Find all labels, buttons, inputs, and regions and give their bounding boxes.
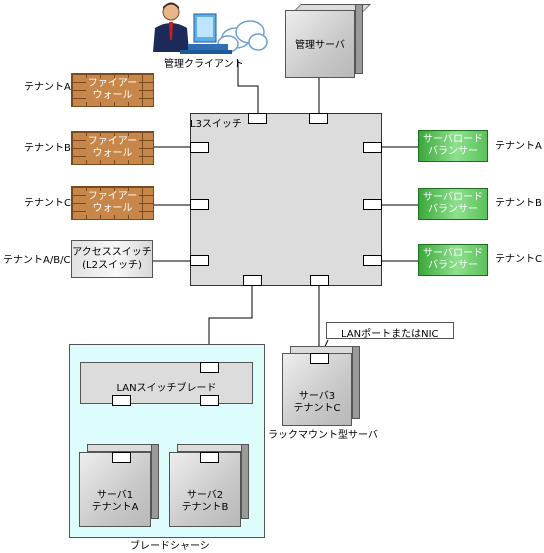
lan-blade-port-bottom-1 [112, 395, 131, 406]
blade-server-2-label: サーバ2 テナントB [169, 490, 241, 514]
l3-port-bottom-2 [310, 275, 329, 286]
blade-chassis-label: ブレードシャーシ [130, 541, 210, 552]
rack-server-caption: ラックマウント型サーバ [268, 430, 378, 441]
blade-server-1[interactable] [79, 452, 151, 527]
mgmt-server[interactable] [285, 10, 355, 78]
l3-port-bottom-1 [243, 275, 262, 286]
tenant-a-right-label: テナントA [495, 141, 542, 152]
l3-switch-label: L3スイッチ [190, 119, 242, 130]
tenant-b-right-label: テナントB [495, 198, 542, 209]
l3-port-left-2 [190, 199, 209, 210]
tenant-b-left-label: テナントB [24, 143, 71, 154]
tenant-c-left-label: テナントC [24, 198, 71, 209]
firewall-c[interactable]: ファイアー ウォール [71, 186, 154, 220]
mgmt-server-label: 管理サーバ [295, 40, 345, 51]
blade-server-1-top [87, 444, 159, 452]
tenant-a-left-label: テナントA [24, 82, 71, 93]
blade-server-2-side [241, 444, 249, 519]
load-balancer-c-label: サーバロード バランサー [423, 248, 483, 271]
l3-port-right-1 [363, 142, 382, 153]
lan-switch-blade[interactable]: LANスイッチブレード [80, 362, 253, 404]
lan-port-label: LANポートまたはNIC [341, 329, 439, 340]
firewall-c-label: ファイアー ウォール [85, 191, 140, 215]
blade-server-1-side [151, 444, 159, 519]
firewall-a-label: ファイアー ウォール [85, 78, 140, 102]
rack-server-port [310, 353, 329, 364]
rack-server[interactable] [282, 353, 352, 426]
access-switch-line2: (L2スイッチ) [82, 260, 142, 271]
lan-switch-blade-label: LANスイッチブレード [116, 383, 217, 394]
rack-server-label: サーバ3 テナントC [282, 391, 352, 415]
load-balancer-a-label: サーバロード バランサー [423, 134, 483, 157]
lan-blade-port-bottom-2 [200, 395, 219, 406]
rack-server-side [352, 346, 360, 419]
l3-port-top-1 [248, 113, 267, 124]
lan-blade-port-top [200, 362, 219, 373]
firewall-a[interactable]: ファイアー ウォール [71, 73, 154, 107]
access-switch-line1: アクセススイッチ [72, 247, 152, 258]
l3-port-top-2 [309, 113, 328, 124]
tenant-c-right-label: テナントC [495, 254, 542, 265]
load-balancer-a[interactable]: サーバロード バランサー [418, 130, 488, 162]
rack-server-line1: サーバ3 [298, 391, 336, 402]
client-label: 管理クライアント [164, 59, 244, 70]
blade-server-1-line2: テナントA [91, 502, 139, 513]
l3-switch[interactable] [190, 113, 382, 286]
blade-server-2-line2: テナントB [181, 502, 229, 513]
access-switch[interactable]: アクセススイッチ (L2スイッチ) [71, 240, 153, 278]
management-client-icon [150, 2, 268, 60]
blade-server-2-line1: サーバ2 [186, 490, 224, 501]
firewall-b-label: ファイアー ウォール [85, 136, 140, 160]
blade-server-1-line1: サーバ1 [96, 490, 134, 501]
l3-port-left-3 [190, 255, 209, 266]
blade-server-2-port [200, 452, 219, 463]
blade-server-2[interactable] [169, 452, 241, 527]
firewall-b[interactable]: ファイアー ウォール [71, 131, 154, 165]
blade-server-2-top [177, 444, 249, 452]
blade-server-1-label: サーバ1 テナントA [79, 490, 151, 514]
mgmt-server-side [355, 4, 363, 74]
blade-server-1-port [112, 452, 131, 463]
l3-port-left-1 [190, 142, 209, 153]
lan-port-callout: LANポートまたはNIC [326, 322, 454, 340]
rack-server-line2: テナントC [293, 403, 341, 414]
l3-port-right-3 [363, 255, 382, 266]
load-balancer-b-label: サーバロード バランサー [423, 192, 483, 215]
tenant-abc-label: テナントA/B/C [3, 255, 71, 266]
l3-port-right-2 [363, 199, 382, 210]
load-balancer-b[interactable]: サーバロード バランサー [418, 188, 488, 220]
load-balancer-c[interactable]: サーバロード バランサー [418, 244, 488, 276]
